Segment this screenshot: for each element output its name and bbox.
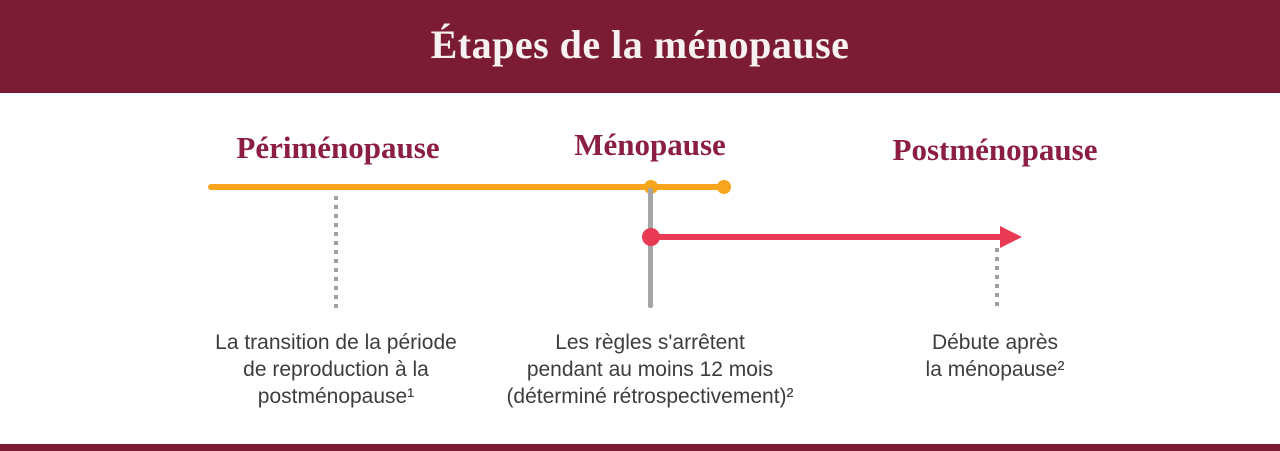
perimenopause-dotted-leader [334, 196, 338, 308]
postmenopause-arrow-line [651, 234, 1003, 240]
desc-line: de reproduction à la [243, 358, 429, 381]
menopause-marker-line [648, 188, 653, 308]
postmenopause-dotted-leader [995, 248, 999, 308]
desc-line: postménopause¹ [257, 385, 415, 408]
desc-line: pendant au moins 12 mois [526, 358, 774, 381]
timeline-end-dot [717, 180, 731, 194]
page-title: Étapes de la ménopause [430, 22, 850, 67]
desc-line: Les règles s'arrêtent [555, 331, 745, 354]
postmenopause-label: Postménopause [892, 132, 1098, 167]
postmenopause-description: Débute après la ménopause² [785, 329, 1205, 383]
desc-line: Débute après [931, 331, 1059, 354]
footer-accent-strip [0, 444, 1280, 451]
menopause-label: Ménopause [574, 127, 726, 162]
perimenopause-description: La transition de la période de reproduct… [126, 329, 546, 410]
desc-line: la ménopause² [925, 358, 1065, 381]
desc-line: (déterminé rétrospectivement)² [506, 385, 794, 408]
desc-line: La transition de la période [215, 331, 457, 354]
menopause-description: Les règles s'arrêtent pendant au moins 1… [440, 329, 860, 410]
header-banner: Étapes de la ménopause [0, 0, 1280, 93]
perimenopause-timeline-line [208, 184, 725, 190]
menopause-point-dot [644, 180, 658, 194]
postmenopause-arrowhead-icon [1000, 226, 1022, 248]
perimenopause-label: Périménopause [236, 130, 440, 165]
